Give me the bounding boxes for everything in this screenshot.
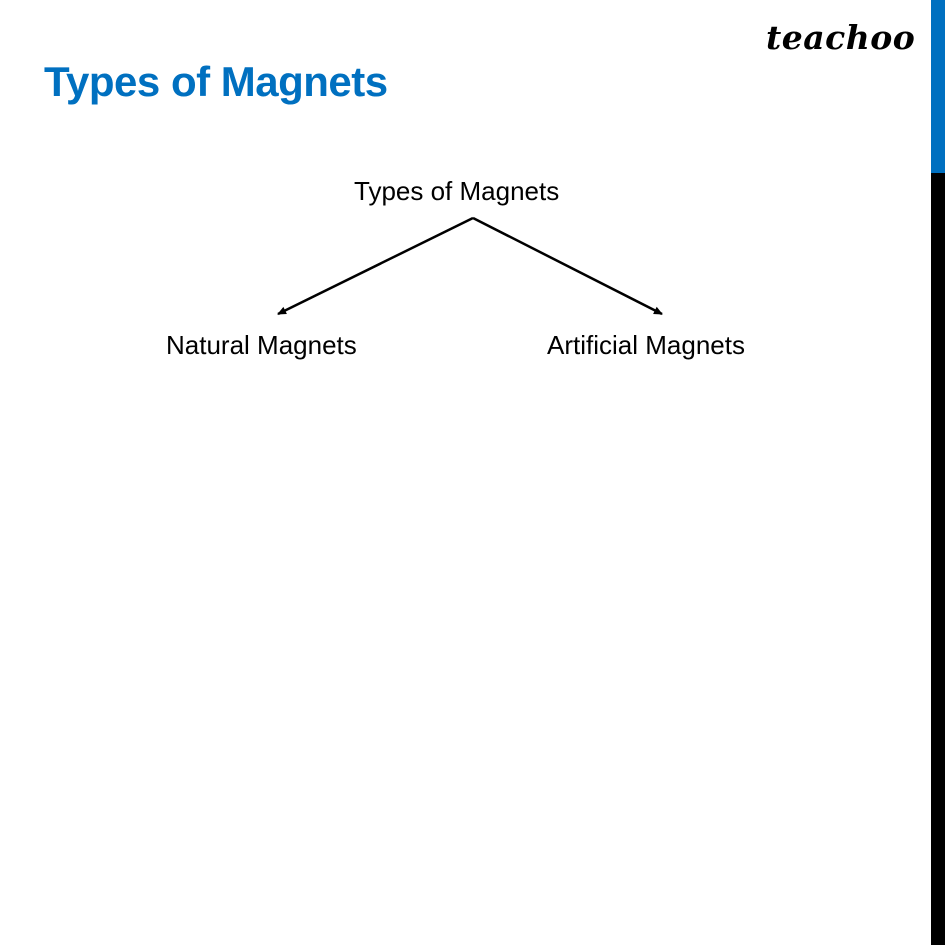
page-title: Types of Magnets bbox=[44, 58, 388, 105]
arrow-to-natural bbox=[277, 216, 474, 316]
teachoo-logo: teachoo bbox=[766, 18, 916, 57]
arrow-to-artificial bbox=[472, 216, 663, 316]
side-accent-bar-black bbox=[931, 173, 945, 945]
side-accent-bar-blue bbox=[931, 0, 945, 173]
diagram-node-natural-magnets: Natural Magnets bbox=[166, 330, 357, 360]
diagram-root-node: Types of Magnets bbox=[354, 176, 560, 206]
diagram-node-artificial-magnets: Artificial Magnets bbox=[547, 330, 745, 360]
